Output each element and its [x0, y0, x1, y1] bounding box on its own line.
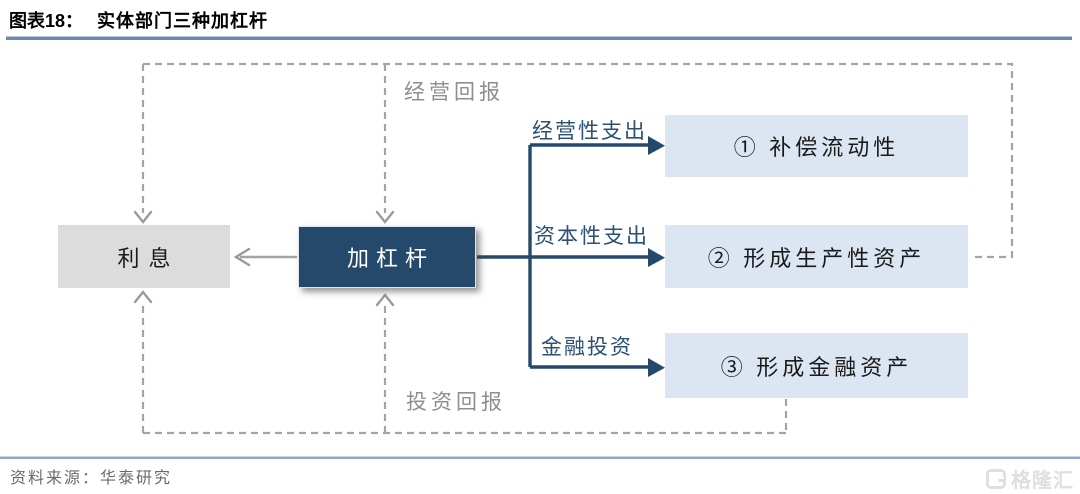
outcome-node-financial-assets: ③ 形成金融资产	[665, 333, 968, 398]
return-label-operating-return: 经营回报	[404, 80, 504, 104]
down-arrowhead-into-interest-icon	[133, 210, 153, 224]
leverage-node: 加杠杆	[298, 226, 476, 288]
operating-return-dashed-path	[143, 62, 1014, 259]
title-underline-rule	[6, 36, 1072, 40]
watermark-text: 格隆汇	[1011, 470, 1074, 492]
return-label-investment-return: 投资回报	[406, 390, 506, 414]
figure-title: 实体部门三种加杠杆	[97, 11, 269, 31]
right-arrowhead-outcome1-icon	[648, 136, 665, 155]
figure-header: 图表18： 实体部门三种加杠杆	[9, 7, 268, 33]
flow-label-financial-investment: 金融投资	[541, 335, 633, 359]
down-arrowhead-into-leverage-icon	[375, 210, 395, 224]
right-arrowhead-outcome2-icon	[648, 248, 665, 267]
footer-separator-rule	[0, 456, 1080, 459]
flow-label-capital-expenditure: 资本性支出	[534, 224, 649, 248]
up-arrowhead-into-interest-icon	[133, 290, 153, 304]
figure-label: 图表18：	[9, 11, 84, 31]
outcome-node-compensate-liquidity: ① 补偿流动性	[665, 115, 968, 177]
watermark-gelonghui: 格隆汇	[985, 464, 1074, 493]
right-arrowhead-outcome3-icon	[648, 358, 665, 377]
up-arrowhead-into-leverage-icon	[375, 293, 395, 307]
outcome-node-productive-assets: ② 形成生产性资产	[665, 225, 968, 288]
gelonghui-logo-icon	[986, 468, 1006, 489]
interest-node: 利息	[58, 225, 230, 288]
flow-label-operating-expenditure: 经营性支出	[532, 119, 647, 143]
left-arrowhead-into-interest-icon	[233, 247, 251, 267]
source-attribution: 资料来源：华泰研究	[10, 470, 173, 487]
